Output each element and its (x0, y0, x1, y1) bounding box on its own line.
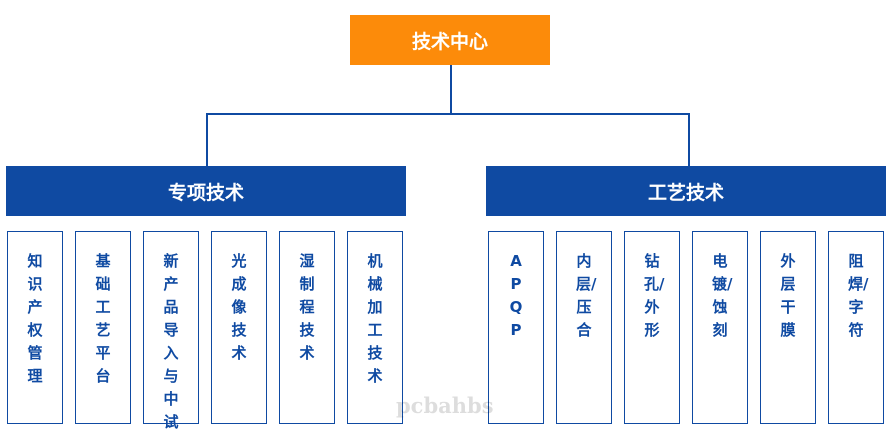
leaf-label: 新产品导入与中试 (163, 252, 179, 431)
leaf-node: 光成像技术 (211, 231, 267, 424)
root-node: 技术中心 (350, 15, 550, 65)
root-label: 技术中心 (411, 30, 488, 53)
leaf-label: 阻焊/字符 (848, 252, 869, 339)
leaf-label: 机械加工技术 (367, 252, 383, 385)
leaf-node: 机械加工技术 (347, 231, 403, 424)
leaf-label: 知识产权管理 (27, 252, 43, 385)
leaf-node: 外层干膜 (760, 231, 816, 424)
branch-label: 专项技术 (167, 181, 244, 204)
leaf-label: 钻孔/外形 (644, 252, 665, 339)
leaf-label: 外层干膜 (780, 252, 796, 339)
leaf-node: 内层/压合 (556, 231, 612, 424)
branch-node-left: 专项技术 (6, 166, 406, 216)
leaf-label: 电镀/蚀刻 (712, 252, 733, 339)
leaf-node: 阻焊/字符 (828, 231, 884, 424)
branch-node-right: 工艺技术 (486, 166, 886, 216)
branch-label: 工艺技术 (647, 181, 724, 204)
leaf-label: 光成像技术 (231, 252, 247, 362)
leaf-node: 湿制程技术 (279, 231, 335, 424)
leaf-node: APQP (488, 231, 544, 424)
leaf-node: 电镀/蚀刻 (692, 231, 748, 424)
leaf-node: 知识产权管理 (7, 231, 63, 424)
leaf-label: APQP (509, 252, 523, 339)
leaf-label: 湿制程技术 (299, 252, 315, 362)
leaf-node: 钻孔/外形 (624, 231, 680, 424)
leaf-label: 基础工艺平台 (95, 252, 111, 385)
leaf-label: 内层/压合 (576, 252, 597, 339)
leaf-node: 新产品导入与中试 (143, 231, 199, 431)
leaf-node: 基础工艺平台 (75, 231, 131, 424)
watermark-text: pcbahbs (396, 393, 494, 418)
